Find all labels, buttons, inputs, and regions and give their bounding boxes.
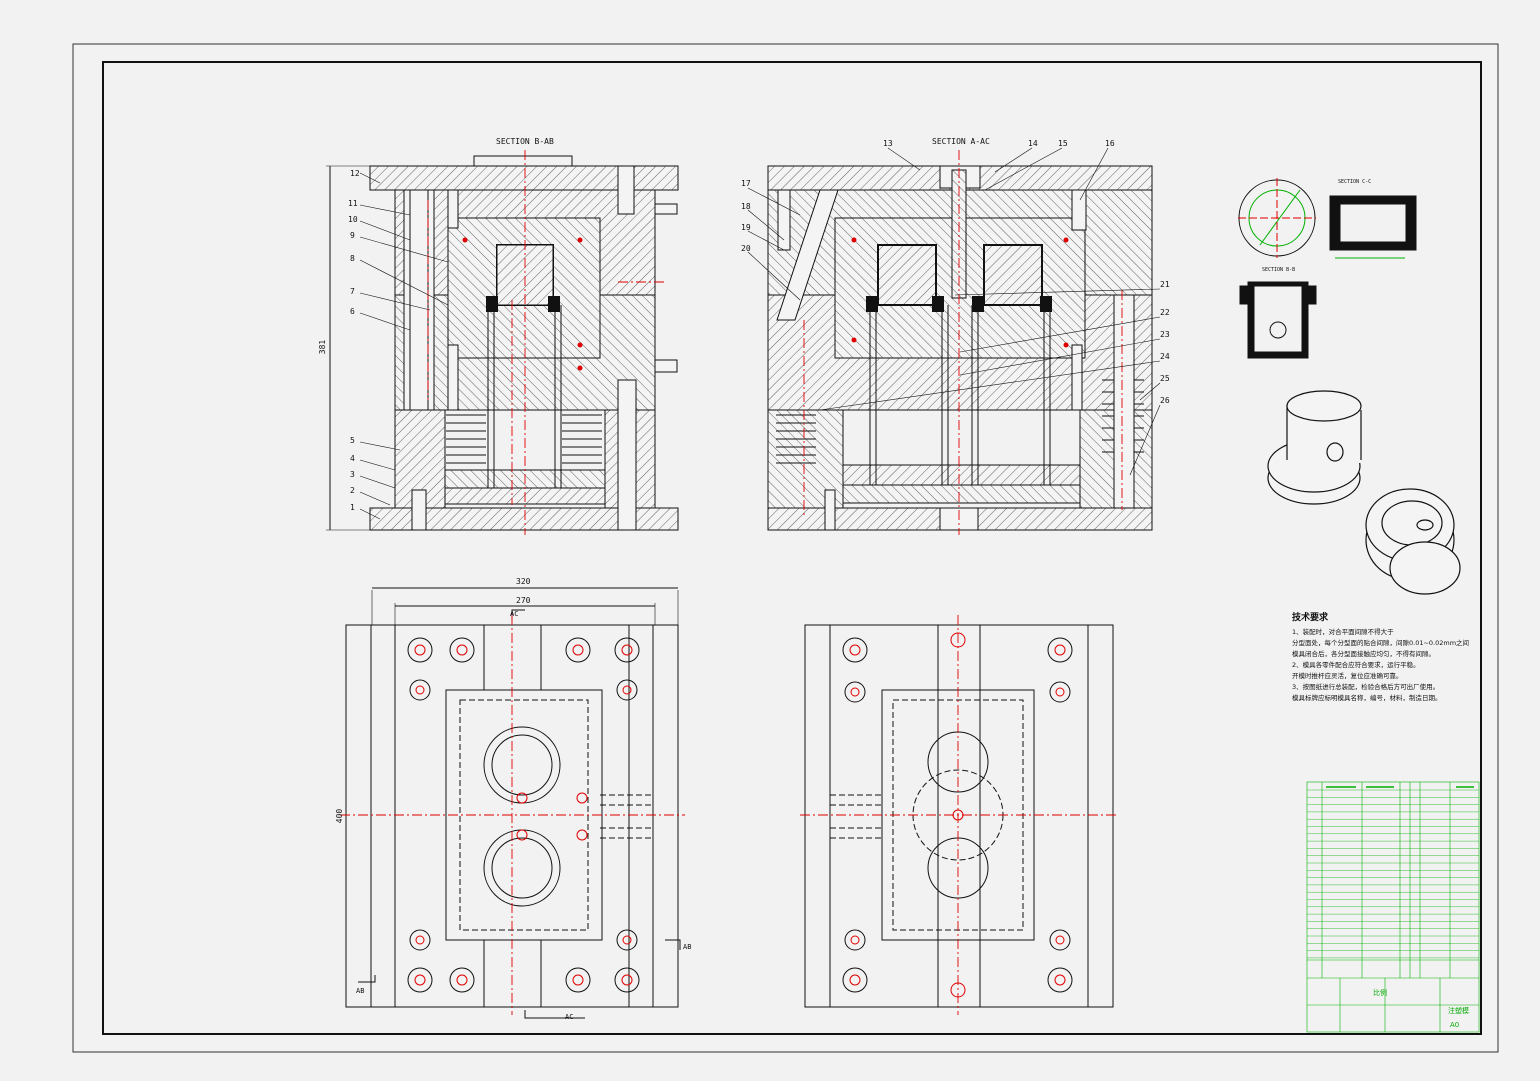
- inner-border: [102, 61, 1482, 1035]
- dimension-height: 381: [318, 339, 328, 355]
- part-number-21: 21: [1160, 280, 1170, 289]
- technical-notes: 技术要求 1、装配时，对合平面间隙不得大于 分型面处，每个分型面的贴合间隙，间隙…: [1292, 610, 1492, 704]
- part-number-7: 7: [350, 287, 355, 296]
- right-section-title: SECTION A-AC: [932, 137, 990, 146]
- part-number-17: 17: [741, 179, 751, 188]
- section-mark-ab-left: AB: [356, 987, 365, 995]
- note-line: 1、装配时，对合平面间隙不得大于: [1292, 628, 1394, 636]
- left-section-view: [326, 150, 679, 535]
- part-number-15: 15: [1058, 139, 1068, 148]
- part-number-22: 22: [1160, 308, 1170, 317]
- section-bb-title: SECTION B-B: [1262, 267, 1296, 273]
- part-number-11: 11: [348, 199, 358, 208]
- part-number-5: 5: [350, 436, 355, 445]
- section-mark-ab-right: AB: [683, 943, 692, 951]
- part-number-25: 25: [1160, 374, 1170, 383]
- part-number-9: 9: [350, 231, 355, 240]
- dimension-height-plan: 400: [335, 808, 345, 824]
- technical-notes-heading: 技术要求: [1292, 613, 1329, 623]
- dimension-width-inner: 270: [516, 596, 531, 605]
- table-fill: [1326, 786, 1474, 788]
- part-number-4: 4: [350, 454, 355, 463]
- note-line: 开模时推杆应灵活，复位应准确可靠。: [1292, 672, 1403, 680]
- part-number-20: 20: [741, 244, 751, 253]
- dimension-width-total: 320: [516, 577, 531, 586]
- note-line: 2、模具各零件配合应符合要求，运行平稳。: [1292, 661, 1420, 669]
- part-number-10: 10: [348, 215, 358, 224]
- part-number-2: 2: [350, 486, 355, 495]
- section-mark-ac-bottom: AC: [565, 1013, 574, 1021]
- part-number-3: 3: [350, 470, 355, 479]
- section-cc-title: SECTION C-C: [1338, 179, 1372, 185]
- part-number-12: 12: [350, 169, 360, 178]
- part-number-18: 18: [741, 202, 751, 211]
- outer-border: [72, 43, 1499, 1053]
- part-number-13: 13: [883, 139, 893, 148]
- part-number-16: 16: [1105, 139, 1115, 148]
- left-section-title: SECTION B-AB: [496, 137, 554, 146]
- title-block-scale: 比例: [1373, 989, 1387, 997]
- parts-table-rows: [1307, 789, 1479, 959]
- part-number-23: 23: [1160, 330, 1170, 339]
- note-line: 模具闭合后，各分型面接触应均匀，不得有间隙。: [1292, 650, 1435, 658]
- section-mark-ac-top: AC: [510, 610, 519, 618]
- left-plan-view: [345, 587, 681, 1019]
- note-line: 模具标牌应标明模具名称，编号，材料，制造日期。: [1292, 694, 1442, 702]
- part-number-8: 8: [350, 254, 355, 263]
- right-section-view: [747, 147, 1161, 535]
- part-number-14: 14: [1028, 139, 1038, 148]
- part-3d-views: [1267, 390, 1461, 595]
- part-number-24: 24: [1160, 352, 1170, 361]
- left-plan-holes: [407, 637, 640, 993]
- part-number-6: 6: [350, 307, 355, 316]
- title-block-title: 注塑模: [1448, 1007, 1469, 1015]
- part-number-26: 26: [1160, 396, 1170, 405]
- title-block-sheet: A0: [1450, 1021, 1460, 1029]
- note-line: 3、按图纸进行总装配，检验合格后方可出厂使用。: [1292, 683, 1440, 691]
- part-number-19: 19: [741, 223, 751, 232]
- part-number-1: 1: [350, 503, 355, 512]
- note-line: 分型面处，每个分型面的贴合间隙，间隙0.01~0.02mm之间: [1292, 639, 1470, 647]
- part-detail-views: [1238, 178, 1417, 359]
